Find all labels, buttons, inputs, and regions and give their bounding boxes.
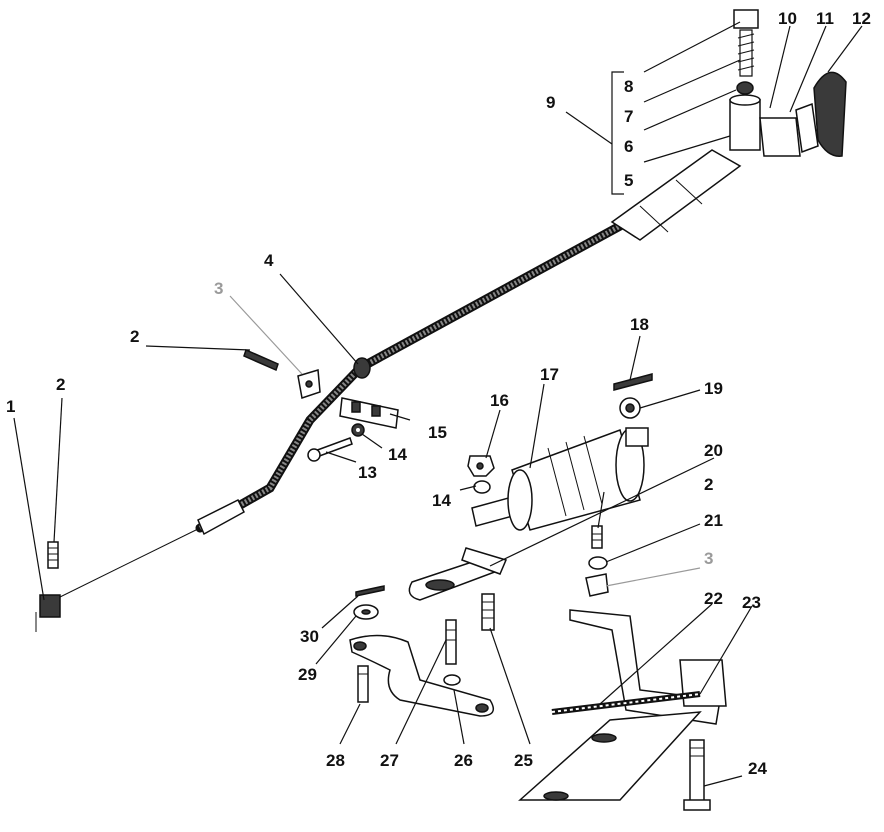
callout-21: 21 [704, 511, 723, 530]
cable-ferrule [353, 357, 371, 379]
part-7-ball [736, 81, 754, 95]
part-14-washer-upper [351, 423, 365, 437]
callout-17: 17 [540, 365, 559, 384]
part-28-pin [357, 665, 369, 703]
choke-cable [57, 221, 625, 599]
part-1-clamp [35, 594, 61, 632]
callout-27: 27 [380, 751, 399, 770]
callout-3: 3 [704, 549, 714, 568]
part-18-pin [613, 373, 653, 391]
part-10-washer [795, 102, 819, 154]
part-21-washer [588, 556, 608, 570]
part-6-boss [729, 99, 761, 151]
callout-14: 14 [388, 445, 407, 464]
callout-9: 9 [546, 93, 556, 112]
part-3-clip-lower [585, 573, 609, 597]
callout-30: 30 [300, 627, 319, 646]
callout-2: 2 [704, 475, 714, 494]
bracket-9 [611, 71, 624, 195]
part-8-spring [739, 29, 753, 77]
handle-assembly [610, 9, 847, 241]
callout-22: 22 [704, 589, 723, 608]
part-20-lever [408, 547, 508, 601]
callout-13: 13 [358, 463, 377, 482]
cable-sheath-coil [198, 223, 622, 531]
callout-10: 10 [778, 9, 797, 28]
part-19-washer [619, 397, 641, 419]
callout-28: 28 [326, 751, 345, 770]
callout-12: 12 [852, 9, 871, 28]
part-15-bracket [339, 397, 399, 429]
wire-end-ferrule [197, 498, 245, 536]
part-14-washer-lower [473, 480, 491, 494]
callout-24: 24 [748, 759, 767, 778]
part-2-screw-upper [243, 348, 279, 372]
part-29-washer [353, 604, 379, 620]
part-8-cap [733, 9, 759, 29]
callout-16: 16 [490, 391, 509, 410]
part-25-screw [481, 593, 495, 631]
callout-15: 15 [428, 423, 447, 442]
part-27-stud [443, 619, 461, 686]
callout-8: 8 [624, 77, 634, 96]
part-17-solenoid [471, 427, 649, 531]
part-5-tube [610, 149, 742, 241]
callout-26: 26 [454, 751, 473, 770]
callout-23: 23 [742, 593, 761, 612]
part-2-screw-lower [591, 525, 603, 549]
callout-3: 3 [214, 279, 224, 298]
callout-19: 19 [704, 379, 723, 398]
callout-14: 14 [432, 491, 451, 510]
part-26-link-plate [349, 634, 495, 717]
cable-wire [57, 527, 201, 599]
callout-20: 20 [704, 441, 723, 460]
callout-1: 1 [6, 397, 16, 416]
callout-7: 7 [624, 107, 634, 126]
part-11-nut [759, 117, 801, 157]
callout-2: 2 [130, 327, 140, 346]
leader-lines [13, 21, 863, 787]
part-2-screw-left [47, 541, 59, 569]
part-30-pin [355, 585, 385, 597]
part-12-knob [813, 71, 847, 157]
part-16-nut [467, 455, 495, 477]
part-24-bolt [683, 739, 711, 811]
part-13-bolt [307, 437, 353, 462]
part-3-clip-upper [297, 369, 321, 399]
callout-4: 4 [264, 251, 274, 270]
part-22-spring [551, 691, 701, 715]
callout-18: 18 [630, 315, 649, 334]
callout-11: 11 [816, 9, 834, 28]
callout-2: 2 [56, 375, 66, 394]
callout-29: 29 [298, 665, 317, 684]
callout-6: 6 [624, 137, 634, 156]
callout-5: 5 [624, 171, 634, 190]
callout-25: 25 [514, 751, 533, 770]
